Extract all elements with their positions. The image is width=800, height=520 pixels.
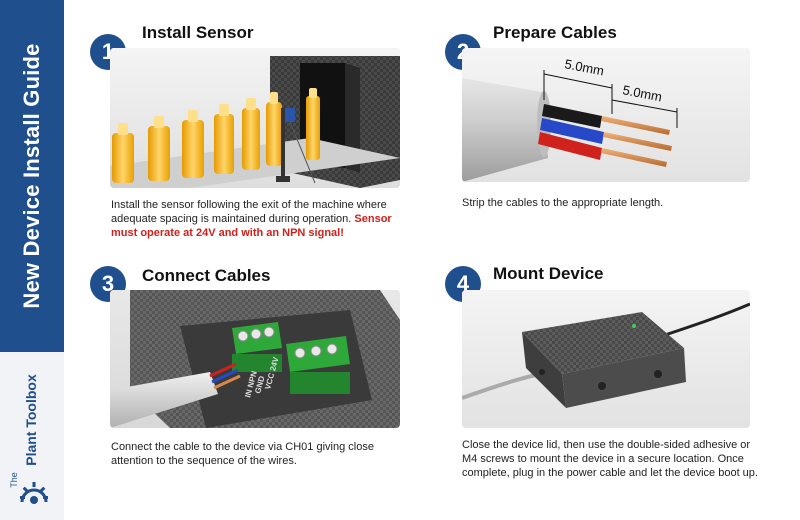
sensor-install-illustration bbox=[110, 48, 400, 188]
step-3-title: Connect Cables bbox=[142, 266, 271, 285]
step-1-warning: Sensor must operate at 24V and with an N… bbox=[111, 213, 392, 239]
brand-name: Plant Toolbox bbox=[23, 374, 39, 466]
step-4-illustration bbox=[462, 290, 750, 428]
guide-title: New Device Install Guide bbox=[19, 43, 44, 309]
board-label-gnd: GND bbox=[253, 375, 266, 395]
plant-toolbox-logo-icon bbox=[20, 482, 48, 504]
dimension-label-1: 5.0mm bbox=[563, 56, 605, 78]
step-1-illustration bbox=[110, 48, 400, 188]
step-1-title: Install Sensor bbox=[142, 23, 254, 42]
step-4-description: Close the device lid, then use the doubl… bbox=[462, 439, 758, 479]
sidebar-title-panel: New Device Install Guide bbox=[0, 0, 64, 352]
step-2-description: Strip the cables to the appropriate leng… bbox=[462, 197, 664, 209]
device-mount-illustration bbox=[462, 290, 750, 428]
step-3-badge: 3 bbox=[90, 266, 126, 302]
sidebar: New Device Install Guide Plant Toolbox T… bbox=[0, 0, 64, 520]
step-2-illustration: 5.0mm 5.0mm bbox=[462, 48, 750, 182]
step-1-description: Install the sensor following the exit of… bbox=[111, 198, 411, 240]
brand-logo-area: Plant Toolbox The bbox=[0, 360, 64, 520]
dimension-label-2: 5.0mm bbox=[621, 82, 663, 104]
step-3-illustration: VCC 24V GND IN NPN bbox=[110, 290, 400, 428]
cable-connection-illustration: VCC 24V GND IN NPN bbox=[110, 290, 400, 428]
step-1-description-text: Install the sensor following the exit of… bbox=[111, 199, 387, 225]
step-4-title: Mount Device bbox=[493, 264, 604, 283]
step-3-description: Connect the cable to the device via CH01… bbox=[111, 441, 374, 467]
cable-strip-illustration: 5.0mm 5.0mm bbox=[462, 48, 750, 182]
step-2-title: Prepare Cables bbox=[493, 23, 617, 42]
